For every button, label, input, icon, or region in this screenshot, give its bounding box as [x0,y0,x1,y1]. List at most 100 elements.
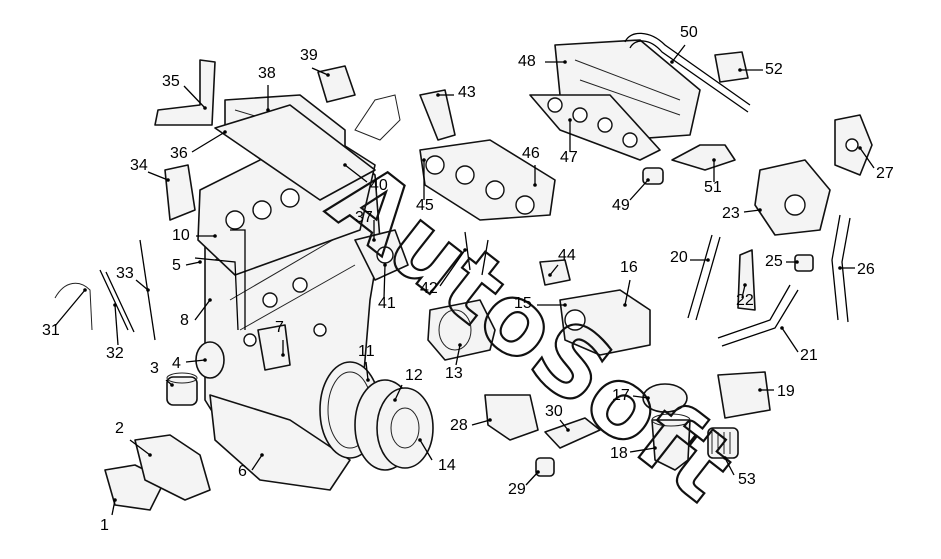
callout-number: 20 [670,249,688,266]
leader-dot [568,118,572,122]
leader-dot [148,453,152,457]
pipe-50 [624,32,751,113]
leader-dot [670,60,674,64]
leader-line [671,44,686,63]
callout-number: 41 [378,295,396,312]
callout-number: 18 [610,445,628,462]
callout-number: 38 [258,65,276,82]
tensioner-41 [354,229,409,281]
callout-23: 23 [722,205,762,222]
callout-28: 28 [450,417,492,434]
leader-line [383,264,386,299]
leader-dot [372,238,376,242]
callout-2: 2 [115,420,152,457]
callout-1: 1 [100,498,117,534]
callout-number: 53 [738,471,756,488]
leader-line [525,471,539,486]
callout-number: 1 [100,517,109,534]
callout-number: 42 [420,280,438,297]
leader-dot [838,266,842,270]
callout-53: 53 [723,456,756,488]
leader-line [129,439,151,456]
callout-20: 20 [670,249,710,266]
callout-52: 52 [738,61,783,78]
leader-line [632,395,649,399]
bracket-35 [154,59,216,126]
leader-line [365,361,369,381]
callout-31: 31 [42,288,87,339]
callout-37: 37 [355,209,376,242]
leader-line [147,171,169,181]
callout-number: 39 [300,47,318,64]
leader-line [624,279,631,306]
leader-dot [623,303,627,307]
callout-number: 2 [115,420,124,437]
clutch-assembly [354,379,434,471]
ring-29 [535,457,555,477]
leader-line [439,249,466,287]
leader-dot [743,283,747,287]
leader-dot [366,378,370,382]
callout-number: 12 [405,367,423,384]
callout-number: 49 [612,197,630,214]
callout-number: 22 [736,292,754,309]
leader-line [549,264,559,276]
hose-26 [831,214,851,323]
leader-line [311,67,329,76]
pulley [195,341,225,379]
callout-30: 30 [545,403,570,432]
leader-dot [393,398,397,402]
callout-number: 26 [857,261,875,278]
leader-line [455,344,461,366]
sensor-7 [257,324,291,371]
sensor-44 [539,259,571,286]
housing-27 [834,114,873,176]
callout-13: 13 [445,343,463,382]
callout-44: 44 [548,247,576,277]
callout-40: 40 [343,163,388,194]
callout-number: 33 [116,265,134,282]
callout-number: 4 [172,355,181,372]
callout-number: 47 [560,149,578,166]
callout-number: 31 [42,322,60,339]
callout-number: 15 [514,295,532,312]
pipe-42 [464,231,489,276]
leader-dot [170,383,174,387]
leader-dot [858,146,862,150]
leader-dot [223,130,227,134]
callout-number: 44 [558,247,576,264]
callout-39: 39 [300,47,330,77]
callout-15: 15 [514,295,567,312]
pump-16 [559,289,651,356]
leader-dot [343,163,347,167]
hose-20 [687,234,721,321]
leader-line [191,131,226,153]
leader-line [251,454,263,471]
leader-dot [83,288,87,292]
callout-number: 46 [522,145,540,162]
oil-pan [209,394,351,491]
leader-line [471,419,491,426]
callout-number: 19 [777,383,795,400]
cover-19 [717,371,771,419]
callout-18: 18 [610,445,657,462]
leader-line [781,327,799,353]
filter-18 [651,413,691,471]
leader-dot [738,68,742,72]
leader-line [194,299,211,321]
callout-22: 22 [736,283,754,309]
leader-line [741,284,746,299]
intake-gasket-47 [529,94,661,161]
callout-12: 12 [393,367,423,402]
callout-number: 28 [450,417,468,434]
callout-number: 32 [106,345,124,362]
callout-11: 11 [358,343,375,382]
callout-35: 35 [162,73,207,110]
callout-4: 4 [172,355,207,372]
leader-dot [166,178,170,182]
bracket-34 [164,164,196,221]
oil-filter [166,372,198,406]
exhaust-manifold-46 [419,139,556,221]
sensor-52 [714,51,749,83]
